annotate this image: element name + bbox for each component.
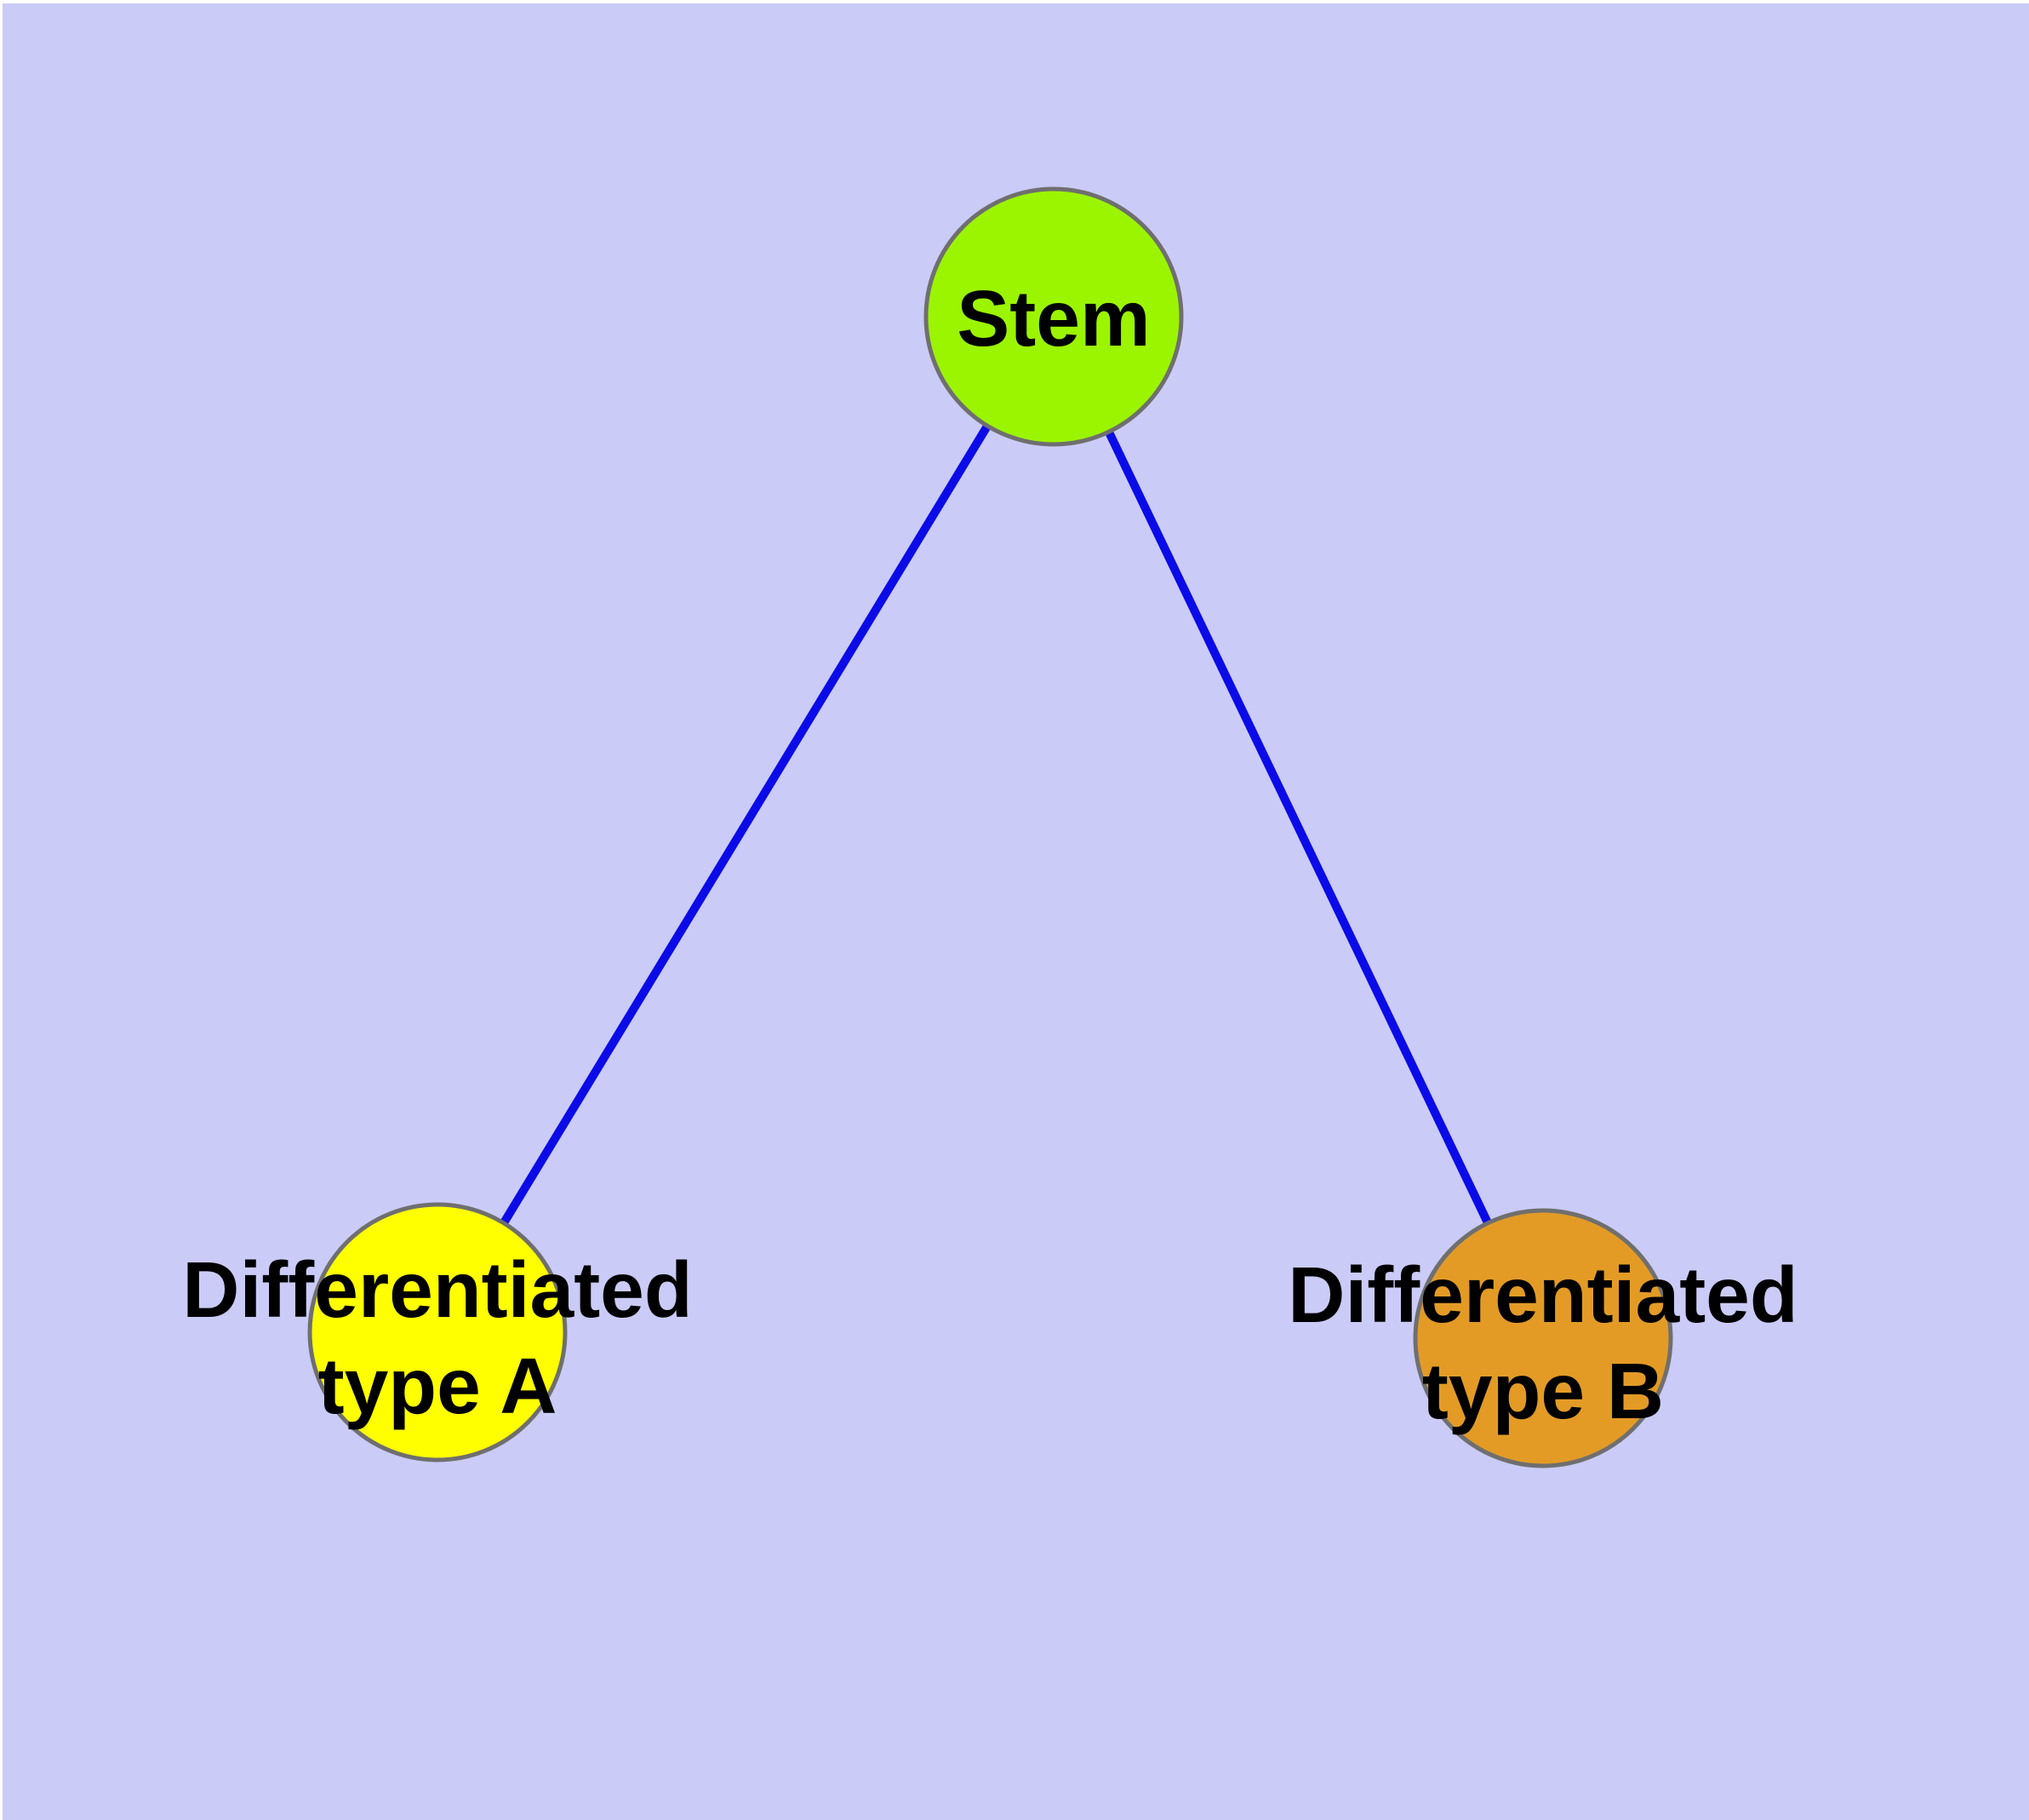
stem-node-label: Stem (957, 274, 1150, 363)
type-a-node-circle (307, 1202, 568, 1462)
type-b-node-circle (1413, 1208, 1673, 1468)
type-b-node-label-line2: type B (1422, 1347, 1664, 1435)
edge-layer (433, 314, 1547, 1341)
type-b-node-label-line1: Differentiated (1288, 1251, 1798, 1339)
node-differentiated-type-a: Differentiated type A (182, 1202, 693, 1462)
type-a-node-label-line1: Differentiated (182, 1245, 692, 1334)
stem-node-circle (923, 186, 1184, 447)
edge-stem-to-type-b (1049, 314, 1547, 1341)
edge-stem-to-type-a (433, 314, 1058, 1335)
node-stem: Stem (923, 186, 1184, 447)
node-differentiated-type-b: Differentiated type B (1288, 1208, 1798, 1468)
type-a-node-label-line2: type A (318, 1342, 557, 1430)
